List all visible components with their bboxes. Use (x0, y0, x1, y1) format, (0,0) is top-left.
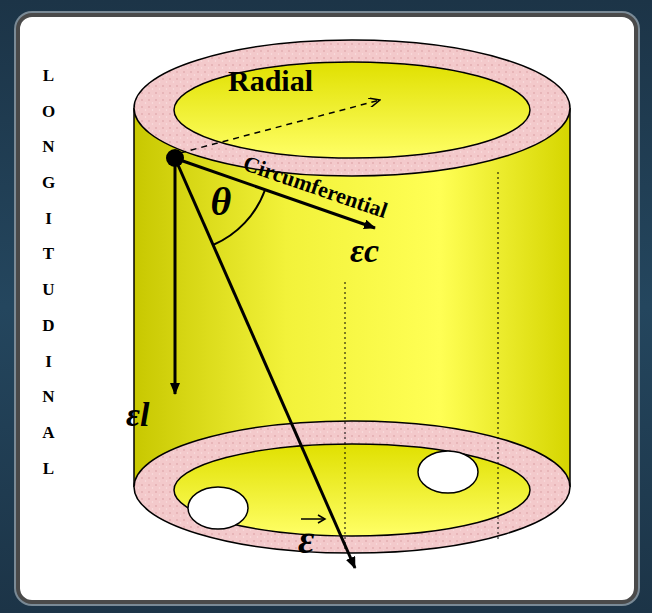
strain-symbol: εl (126, 396, 149, 433)
strain-vector-symbol: ε (298, 518, 314, 562)
angle-symbol: θ (211, 180, 232, 224)
axis-label: LONGITUDINAL (40, 58, 57, 486)
strain-symbol: εc (350, 232, 379, 269)
axis-label: Radial (228, 64, 313, 97)
